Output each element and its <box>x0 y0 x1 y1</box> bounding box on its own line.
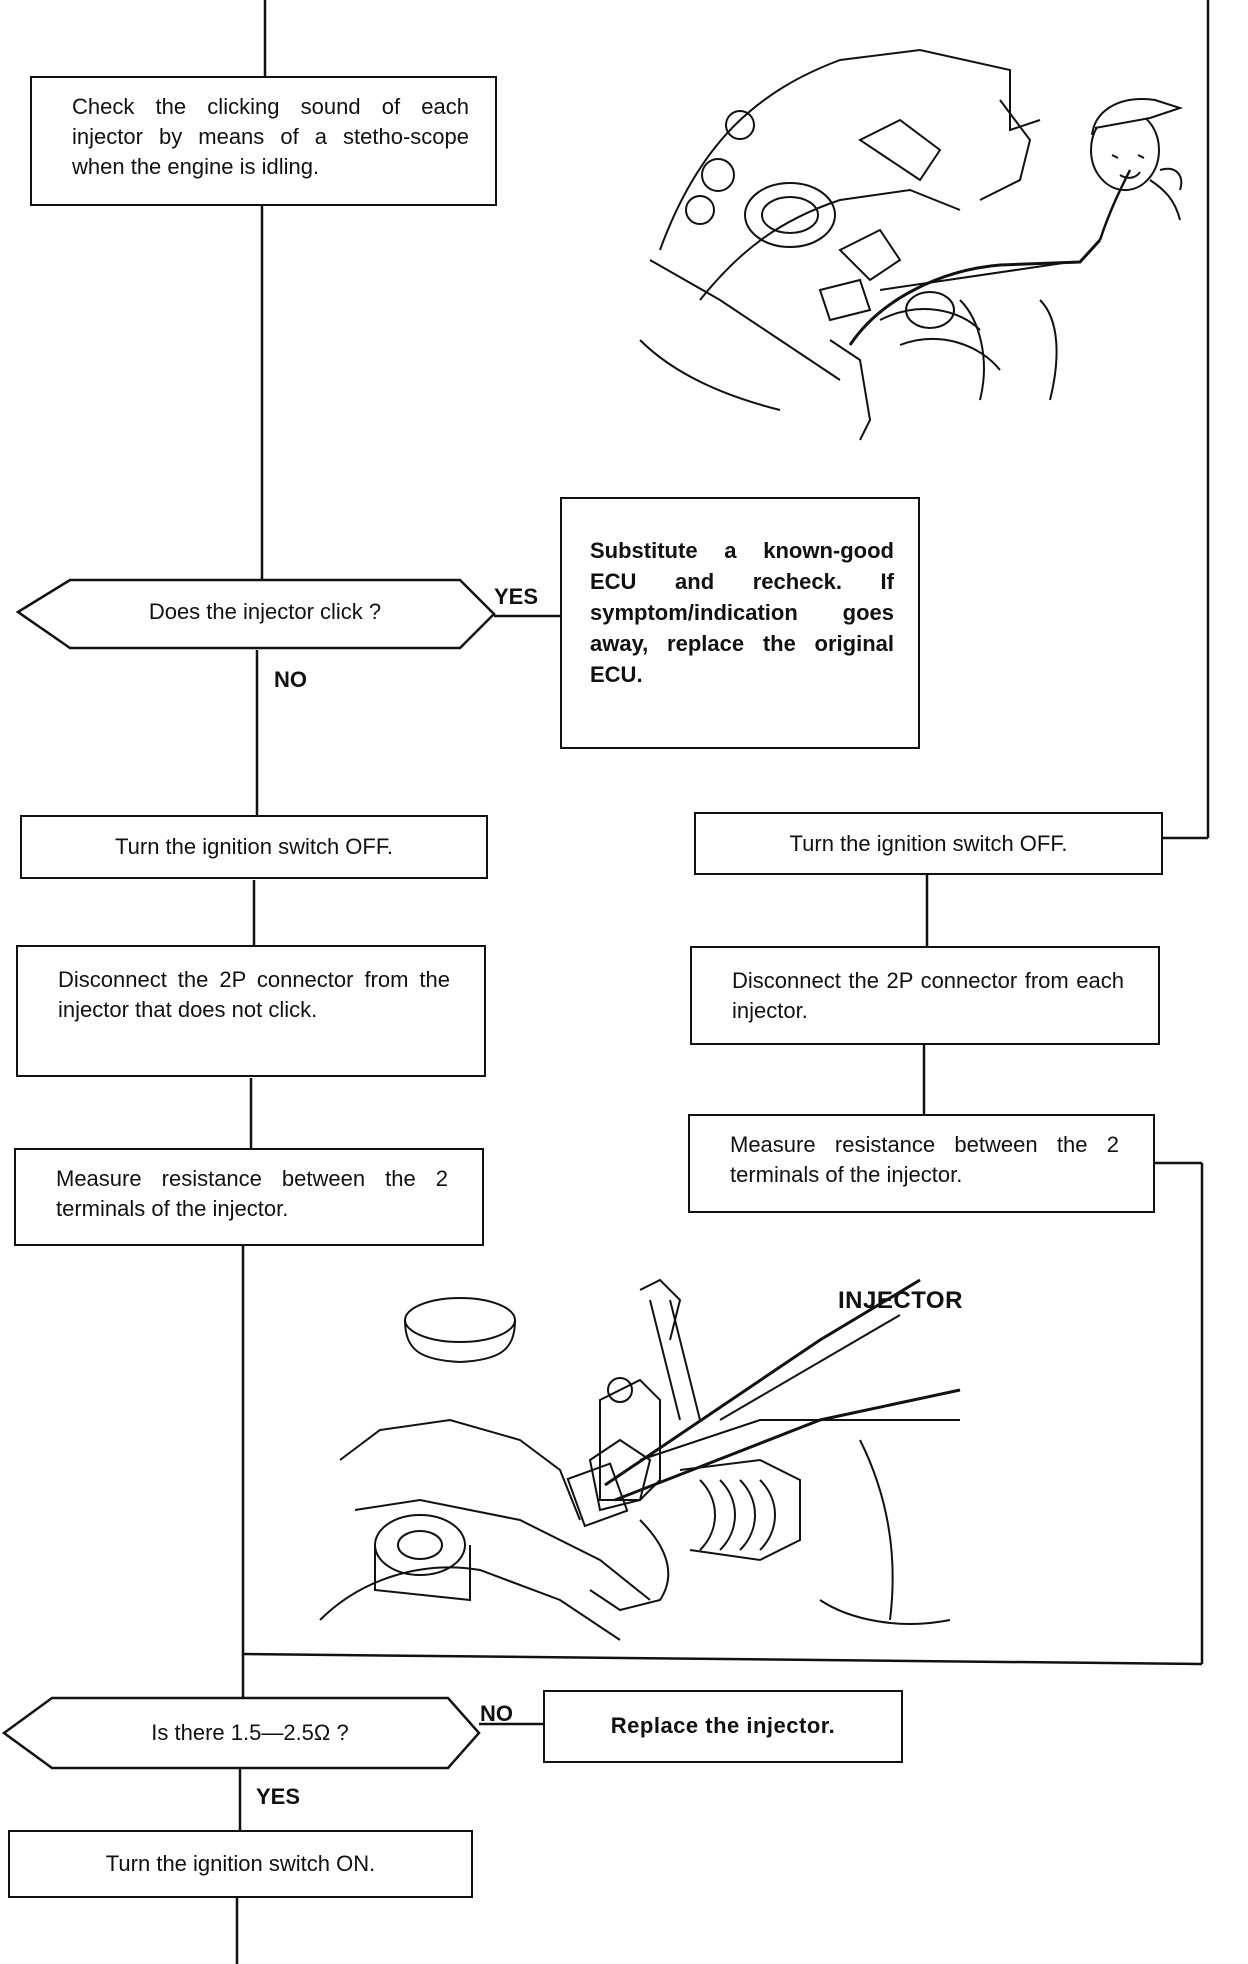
step-turn-off-right: Turn the ignition switch OFF. <box>694 812 1163 875</box>
step-measure-left: Measure resistance between the 2 termina… <box>14 1148 484 1246</box>
step-check-clicking: Check the clicking sound of each injecto… <box>30 76 497 206</box>
step-turn-off-left: Turn the ignition switch OFF. <box>20 815 488 879</box>
branch-no-label: NO <box>480 1701 513 1726</box>
decision-shape-click <box>15 578 496 650</box>
decision-shape-resistance <box>1 1696 481 1770</box>
branch-yes-label: YES <box>256 1784 301 1809</box>
step-measure-right: Measure resistance between the 2 termina… <box>688 1114 1155 1213</box>
branch-yes-label: YES <box>494 584 539 609</box>
step-substitute-ecu: Substitute a known-good ECU and recheck.… <box>560 497 920 749</box>
engine-stethoscope-illustration <box>639 48 1184 441</box>
decision-injector-click: Does the injector click ? <box>148 599 382 624</box>
decision-resistance: Is there 1.5—2.5Ω ? <box>151 1720 349 1745</box>
injector-callout: INJECTOR <box>838 1287 963 1314</box>
step-disconnect-right: Disconnect the 2P connector from each in… <box>690 946 1160 1045</box>
branch-no-label: NO <box>274 667 307 692</box>
step-turn-on: Turn the ignition switch ON. <box>8 1830 473 1898</box>
connector-line <box>242 1652 1203 1666</box>
step-replace-injector: Replace the injector. <box>543 1690 903 1763</box>
injector-callout-leader <box>719 1314 901 1421</box>
step-disconnect-left: Disconnect the 2P connector from the inj… <box>16 945 486 1077</box>
injector-resistance-illustration <box>319 1278 961 1641</box>
